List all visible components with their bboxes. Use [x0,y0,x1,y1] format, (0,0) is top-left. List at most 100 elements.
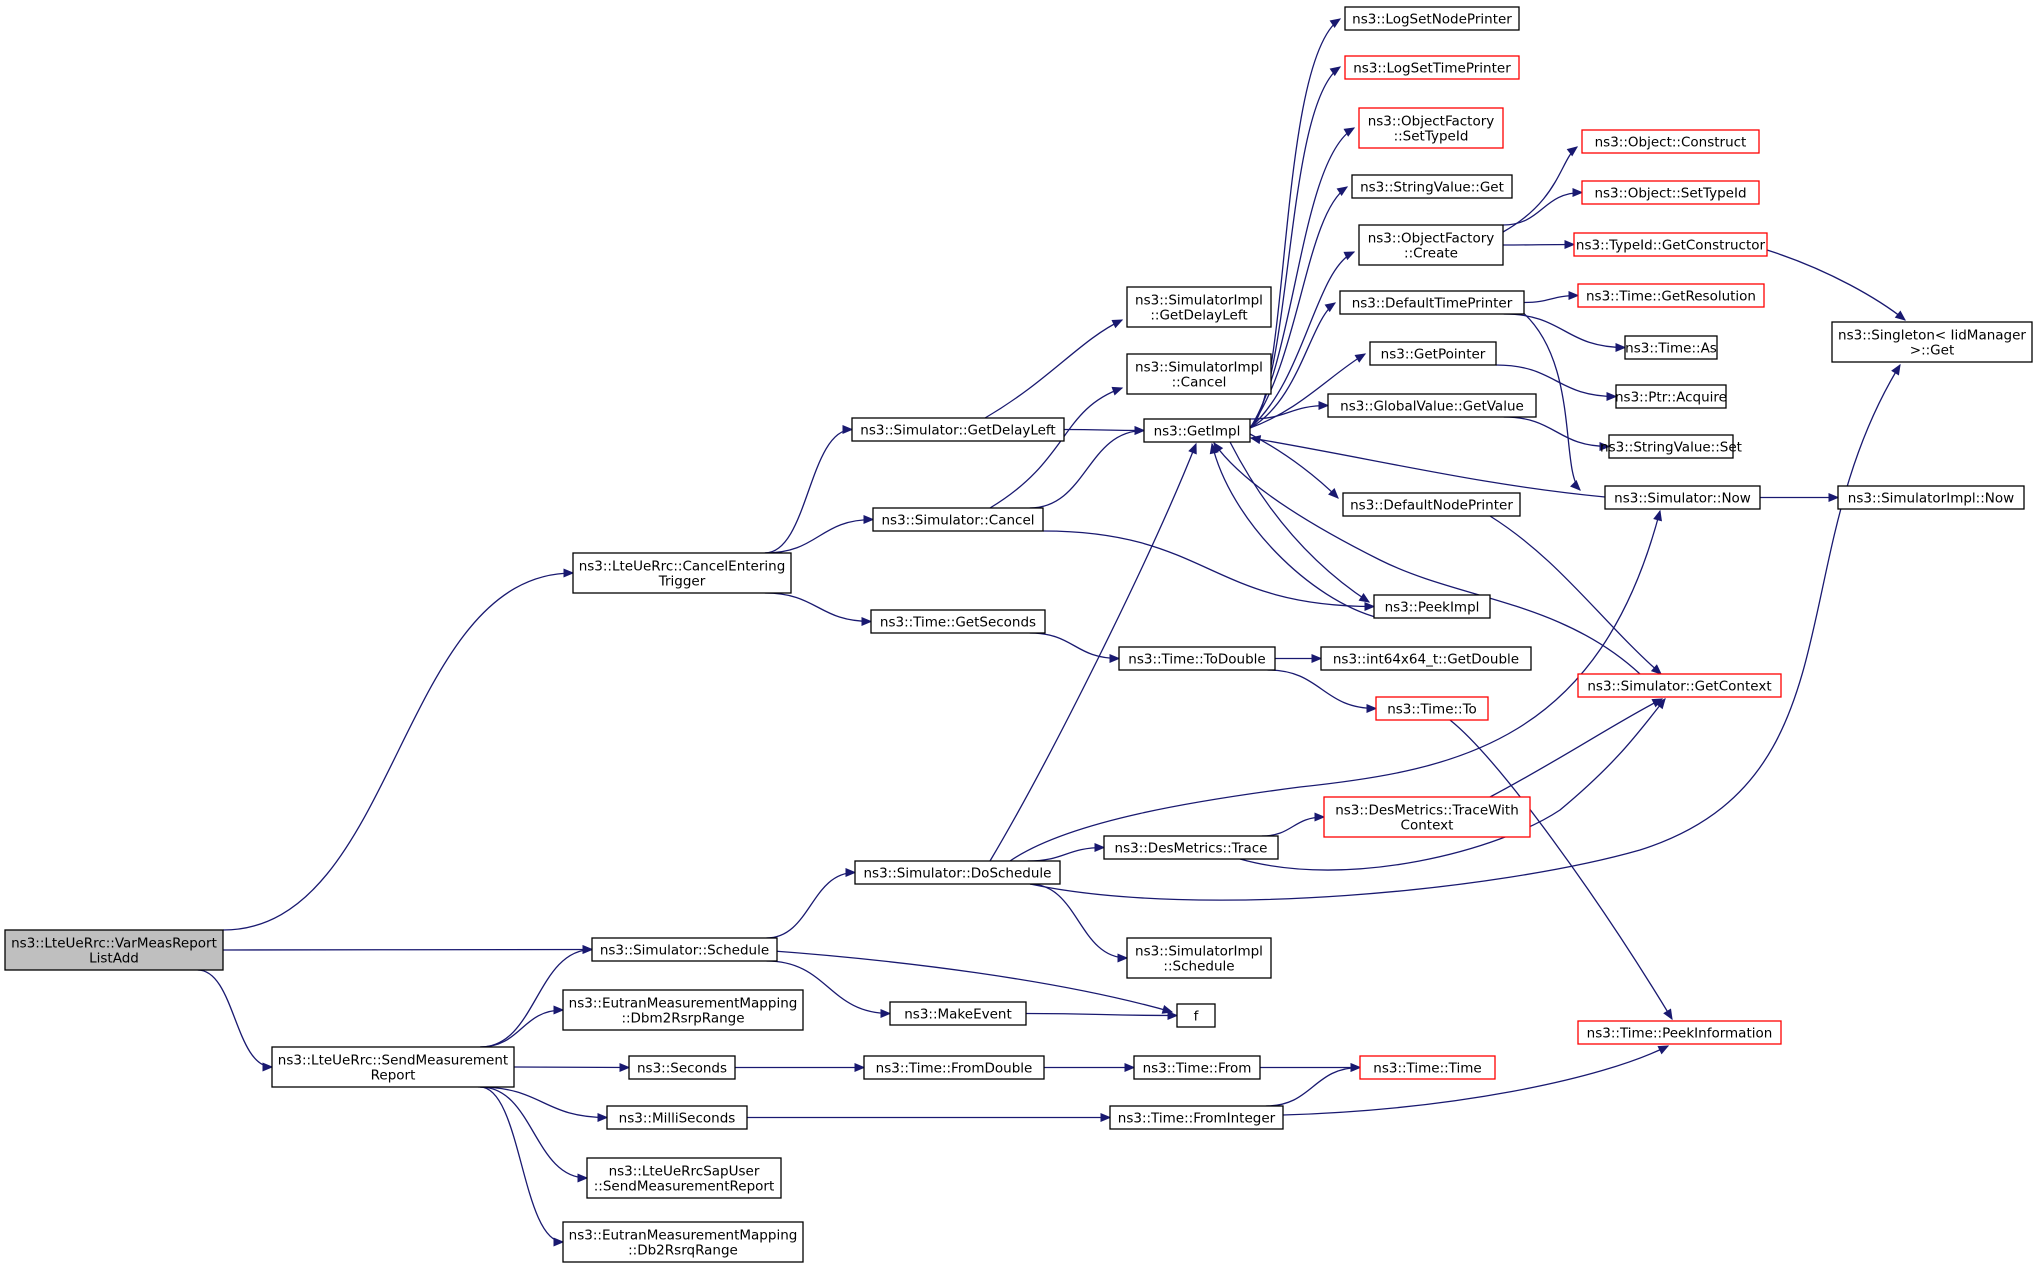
node-label: ns3::LteUeRrc::CancelEntering [579,559,786,575]
node-desTrace[interactable]: ns3::DesMetrics::Trace [1103,835,1279,860]
node-label: ns3::DefaultTimePrinter [1352,296,1513,312]
arrowhead-gvGetValue [1318,400,1330,411]
arrowhead-getPointer [1354,353,1367,363]
node-label: ns3::Simulator::Schedule [600,943,769,959]
node-label: ns3::GetPointer [1381,347,1486,363]
edge-sendMeas-to-dbm2Rsrp [479,1009,564,1048]
node-toDouble[interactable]: ns3::Time::ToDouble [1118,646,1276,671]
node-singletonGet[interactable]: ns3::Singleton< IidManager >::Get [1831,321,2033,363]
node-label: ::Db2RsrqRange [628,1243,738,1259]
node-timeFrom[interactable]: ns3::Time::From [1133,1055,1261,1080]
node-getDelayLeft[interactable]: ns3::Simulator::GetDelayLeft [851,417,1065,442]
node-getPointer[interactable]: ns3::GetPointer [1369,341,1497,366]
node-objSetTypeId[interactable]: ns3::Object::SetTypeId [1581,180,1760,205]
edge-getConstructor-to-singletonGet [1766,249,1906,321]
node-milliSeconds[interactable]: ns3::MilliSeconds [606,1105,748,1130]
node-cancel[interactable]: ns3::Simulator::Cancel [872,507,1044,532]
arrowhead-ofSetTypeId [1343,127,1356,137]
node-box [1604,485,1761,510]
node-dbm2Rsrp[interactable]: ns3::EutranMeasurementMapping::Dbm2RsrpR… [562,989,804,1031]
node-getConstructor[interactable]: ns3::TypeId::GetConstructor [1573,232,1768,257]
node-timeTime[interactable]: ns3::Time::Time [1359,1055,1496,1080]
edge-desTrace-to-getContext [1239,698,1666,871]
node-gvGetValue[interactable]: ns3::GlobalValue::GetValue [1327,393,1537,418]
node-timeTo[interactable]: ns3::Time::To [1375,696,1489,721]
arrowhead-peekInfo [1657,1045,1670,1055]
edge-doSchedule-to-getImpl [989,443,1197,862]
node-label: ns3::Ptr::Acquire [1615,390,1727,406]
node-box [1126,286,1272,328]
node-label: ns3::Simulator::Cancel [881,513,1034,529]
edge-sendMeas-to-db2Rsrq [479,1086,564,1243]
edge-root-to-sendMeas [197,969,273,1068]
node-getImpl[interactable]: ns3::GetImpl [1143,418,1251,443]
node-getContext[interactable]: ns3::Simulator::GetContext [1577,673,1782,698]
node-f[interactable]: f [1176,1003,1216,1028]
node-fromDouble[interactable]: ns3::Time::FromDouble [863,1055,1045,1080]
edge-getImpl-to-getPointer [1249,353,1366,429]
node-sendMeas[interactable]: ns3::LteUeRrc::SendMeasurementReport [271,1046,515,1088]
node-doSchedule[interactable]: ns3::Simulator::DoSchedule [854,860,1061,885]
node-box [1103,835,1279,860]
node-logTime[interactable]: ns3::LogSetTimePrinter [1344,55,1520,80]
node-label: ::GetDelayLeft [1150,308,1247,324]
node-getSeconds[interactable]: ns3::Time::GetSeconds [870,609,1046,634]
arrowhead-getContext [1655,697,1666,710]
node-label: ns3::SimulatorImpl [1135,944,1263,960]
arrowhead-objConstruct [1566,146,1579,157]
node-fromInteger[interactable]: ns3::Time::FromInteger [1109,1105,1284,1130]
node-box [1344,6,1520,31]
arrowhead-defNodePrinter [1328,488,1339,499]
node-implGetDelayLeft[interactable]: ns3::SimulatorImpl::GetDelayLeft [1126,286,1272,328]
edge-getDelayLeft-to-getImpl [1063,428,1145,432]
node-box [863,1055,1045,1080]
node-simNow[interactable]: ns3::Simulator::Now [1604,485,1761,510]
node-ofCreate[interactable]: ns3::ObjectFactory::Create [1358,224,1504,266]
node-box [851,417,1065,442]
node-box [1375,696,1489,721]
node-objConstruct[interactable]: ns3::Object::Construct [1581,129,1760,154]
node-db2Rsrq[interactable]: ns3::EutranMeasurementMapping::Db2RsrqRa… [562,1221,804,1263]
node-implCancel[interactable]: ns3::SimulatorImpl::Cancel [1126,353,1272,395]
node-label: ns3::ObjectFactory [1368,114,1495,130]
node-stringSet[interactable]: ns3::StringValue::Set [1600,434,1742,459]
node-logNode[interactable]: ns3::LogSetNodePrinter [1344,6,1520,31]
arrowhead-getImpl [1134,425,1146,436]
arrowhead-milliSeconds [597,1112,609,1123]
node-makeEvent[interactable]: ns3::MakeEvent [889,1001,1027,1026]
arrowhead-schedule [582,944,594,955]
node-box [1577,1020,1782,1045]
node-defNodePrinter[interactable]: ns3::DefaultNodePrinter [1342,492,1521,517]
node-int64GetDouble[interactable]: ns3::int64x64_t::GetDouble [1320,646,1532,671]
node-label: ns3::GlobalValue::GetValue [1340,399,1524,415]
node-box [4,929,224,971]
edge-traceWithCtx-to-getContext [1489,698,1663,798]
node-defTimePrinter[interactable]: ns3::DefaultTimePrinter [1339,290,1525,315]
node-label: ns3::SimulatorImpl [1135,360,1263,376]
node-ofSetTypeId[interactable]: ns3::ObjectFactory::SetTypeId [1358,107,1504,149]
node-label: ns3::Object::Construct [1595,135,1747,151]
node-schedule[interactable]: ns3::Simulator::Schedule [591,937,778,962]
node-label: ns3::LogSetNodePrinter [1352,12,1512,28]
edge-doSchedule-to-implSchedule [1029,883,1128,959]
node-stringGet[interactable]: ns3::StringValue::Get [1351,174,1513,199]
node-ptrAcquire[interactable]: ns3::Ptr::Acquire [1615,384,1727,409]
arrowhead-fromInteger [1100,1112,1112,1123]
node-peekImpl[interactable]: ns3::PeekImpl [1373,594,1491,619]
node-getResolution[interactable]: ns3::Time::GetResolution [1577,283,1765,308]
node-implSchedule[interactable]: ns3::SimulatorImpl::Schedule [1126,937,1272,979]
node-peekInfo[interactable]: ns3::Time::PeekInformation [1577,1020,1782,1045]
edge-ofCreate-to-objConstruct [1502,146,1578,233]
node-box [1577,283,1765,308]
node-sapUser[interactable]: ns3::LteUeRrcSapUser::SendMeasurementRep… [586,1157,782,1199]
node-implNow[interactable]: ns3::SimulatorImpl::Now [1837,485,2025,510]
node-timeAs[interactable]: ns3::Time::As [1624,335,1718,360]
arrowhead-simNow [1653,509,1662,522]
arrowhead-getSeconds [861,616,873,627]
node-box [1143,418,1251,443]
node-seconds[interactable]: ns3::Seconds [628,1055,736,1080]
node-label: ns3::Object::SetTypeId [1594,186,1746,202]
